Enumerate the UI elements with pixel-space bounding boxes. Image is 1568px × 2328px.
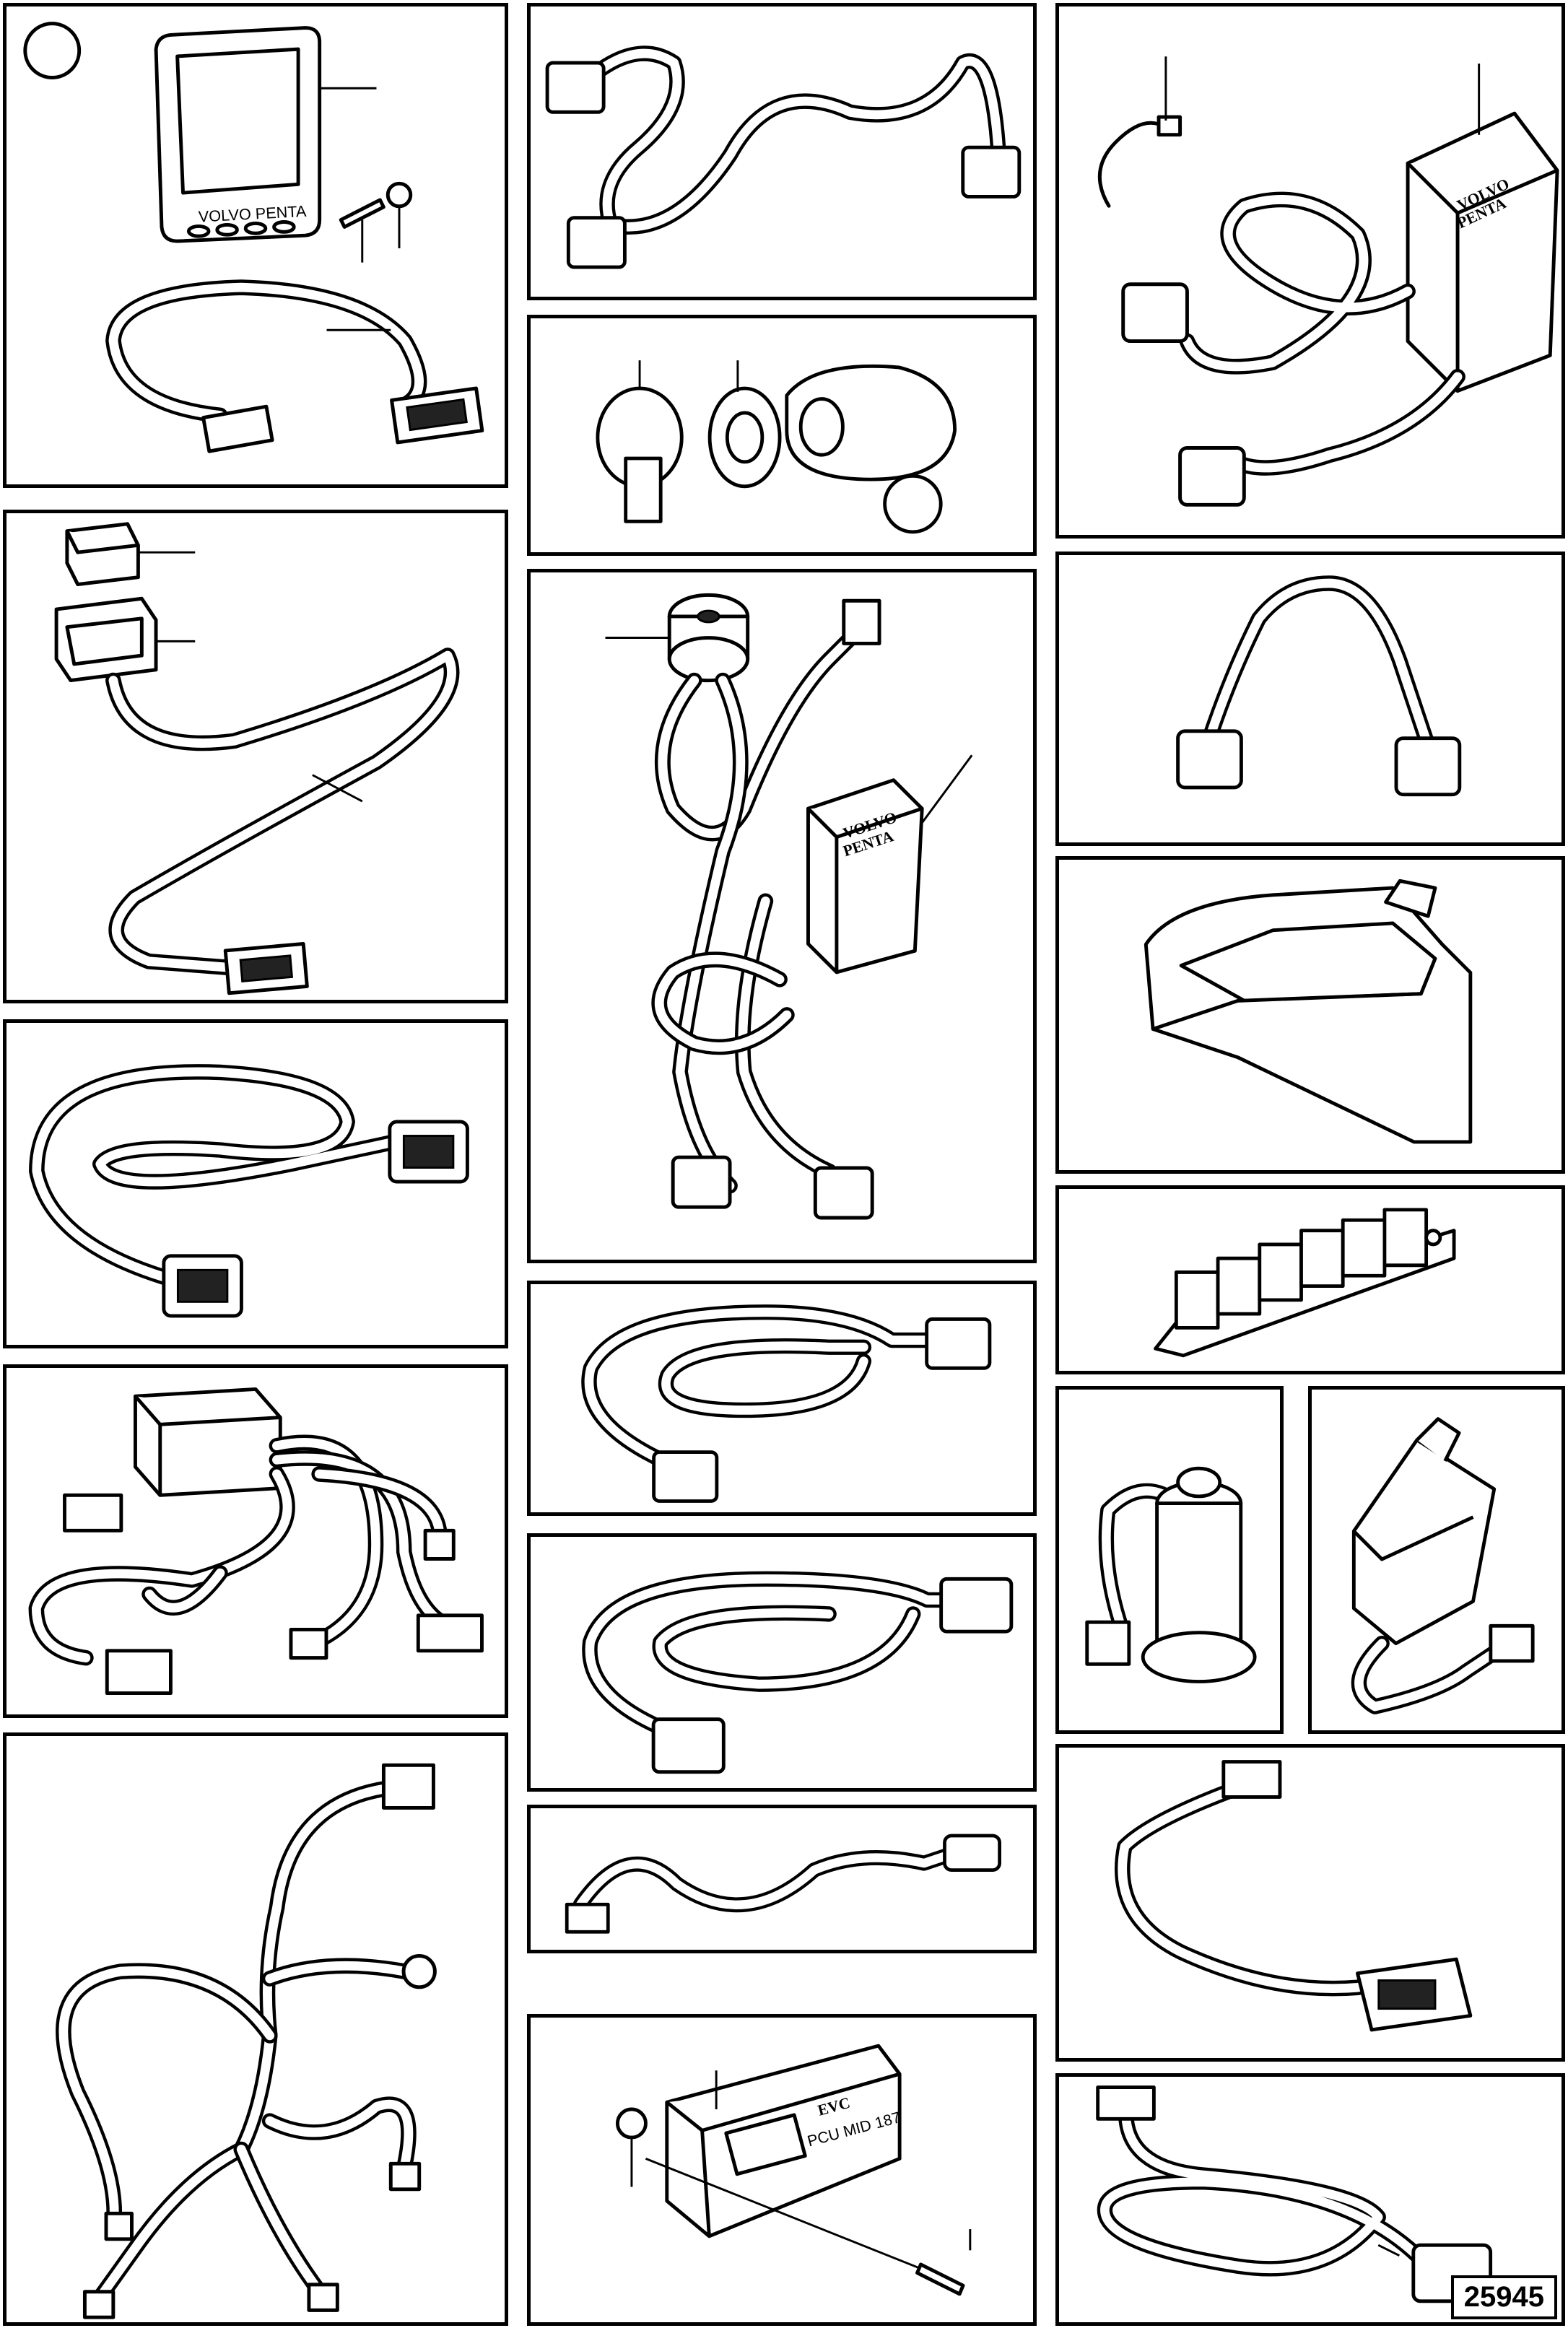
connector-c-a: [1176, 729, 1243, 790]
splitter-box: VOLVO PENTA: [1406, 111, 1559, 393]
callout-circle: [23, 22, 82, 79]
spade-connectors: [842, 598, 881, 645]
buzzer: [667, 593, 750, 683]
connector-bottom-a: [671, 1155, 732, 1209]
socket-body: [785, 364, 957, 481]
relay-socket: [54, 596, 158, 683]
panel-buzzer-unit-harness: VOLVO PENTA: [527, 569, 1037, 1263]
harness-plug-5: [307, 2283, 339, 2312]
panel-splitter-module: VOLVO PENTA: [1055, 3, 1565, 539]
multi-pin-connector: [134, 1387, 282, 1497]
panel-y-harness: [3, 1364, 508, 1718]
connector-left-top: [545, 61, 606, 114]
connector-y-a: [652, 1450, 719, 1503]
mount-nut: [386, 181, 413, 209]
panel-speed-transducer: [1308, 1386, 1565, 1734]
connector-c-b: [1394, 736, 1462, 797]
signal-module: [1356, 1957, 1473, 2032]
panel-engine-wire-harness: [3, 1732, 508, 2326]
harness-plug-3: [104, 2211, 134, 2241]
connector-e: [416, 1613, 484, 1653]
connector-b: [105, 1649, 173, 1696]
buzzer-cables: [651, 615, 874, 1194]
coiled-cable: [1097, 2104, 1435, 2277]
coiled-plug-a: [1096, 2085, 1156, 2121]
speed-plug: [1489, 1623, 1535, 1663]
drawing-number: 25945: [1450, 2275, 1557, 2319]
display-cable: [105, 279, 484, 453]
sensor-plug-a: [565, 1902, 610, 1934]
mount-screw: [339, 198, 386, 229]
panel-extension-harness-b: [527, 3, 1037, 300]
extension-cable-b: [567, 45, 1006, 235]
panel-signal-cable: [1055, 1744, 1565, 2062]
module-unit: VOLVO PENTA: [806, 778, 924, 975]
extension-cable-c: [1201, 575, 1436, 754]
bracket: [1144, 879, 1473, 1144]
mount-grommet: [615, 2107, 648, 2140]
connector-d: [423, 1528, 456, 1561]
transducer-cable: [1098, 1483, 1186, 1637]
connector-y-b: [925, 1317, 992, 1370]
sensor-cable-path: [572, 1841, 973, 1913]
transducer-plug: [1085, 1620, 1131, 1666]
panel-sensor-cable: [527, 1805, 1037, 1953]
splitter-connector-a: [1121, 282, 1189, 344]
panel-socket-kit: [527, 315, 1037, 556]
connector-right: [961, 145, 1022, 199]
connector-a: [63, 1493, 123, 1533]
splitter-connector-b: [1178, 446, 1246, 507]
adapter-connector-a: [651, 1717, 726, 1774]
speed-cable: [1351, 1635, 1516, 1714]
panel-extension-harness-c: [1055, 552, 1565, 846]
extension-cable: [29, 1064, 469, 1318]
speed-sensor: [1351, 1417, 1497, 1646]
signal-cable-path: [1115, 1775, 1391, 2002]
socket-cap: [596, 386, 684, 523]
cable-tie: [1097, 115, 1182, 208]
panel-display-kit: VOLVO PENTA: [3, 3, 508, 488]
pcu-screw: [915, 2262, 965, 2296]
connector-c: [289, 1628, 328, 1660]
panel-evc-pcu-kit: EVC PCU MID 187: [527, 2014, 1037, 2326]
sensor-plug-b: [943, 1834, 1001, 1873]
connector-left-bottom: [566, 216, 627, 269]
connector-bottom-b: [813, 1166, 874, 1220]
engine-harness: [56, 1779, 417, 2307]
harness-plug-4: [82, 2290, 116, 2319]
pcu-unit: EVC PCU MID 187: [665, 2044, 902, 2238]
panel-depth-transducer: [1055, 1386, 1284, 1734]
harness-plug-1: [401, 1954, 437, 1989]
splitter-cables: [1179, 191, 1465, 476]
terminator-block: [1154, 1208, 1456, 1358]
panel-terminator-block: [1055, 1185, 1565, 1374]
y-cable: [581, 1304, 949, 1474]
relay-harness-cable: [105, 648, 460, 995]
display-unit: VOLVO PENTA: [154, 26, 322, 243]
adapter-connector-b: [939, 1577, 1014, 1634]
socket-nut: [707, 386, 782, 489]
harness-connector-top: [381, 1763, 435, 1810]
callout-circle-b: [883, 474, 943, 534]
harness-plug-2: [388, 2161, 422, 2192]
panel-extension-harness-a: [3, 1019, 508, 1348]
signal-plug-a: [1221, 1760, 1282, 1799]
panel-relay-harness: [3, 510, 508, 1003]
relay: [65, 522, 140, 587]
panel-y-harness-small: [527, 1281, 1037, 1516]
panel-adapter-harness: [527, 1533, 1037, 1792]
panel-coiled-harness: 25945: [1055, 2073, 1565, 2326]
adapter-cable: [582, 1571, 963, 1741]
panel-plug-bracket: [1055, 856, 1565, 1174]
transducer-body: [1141, 1466, 1257, 1683]
